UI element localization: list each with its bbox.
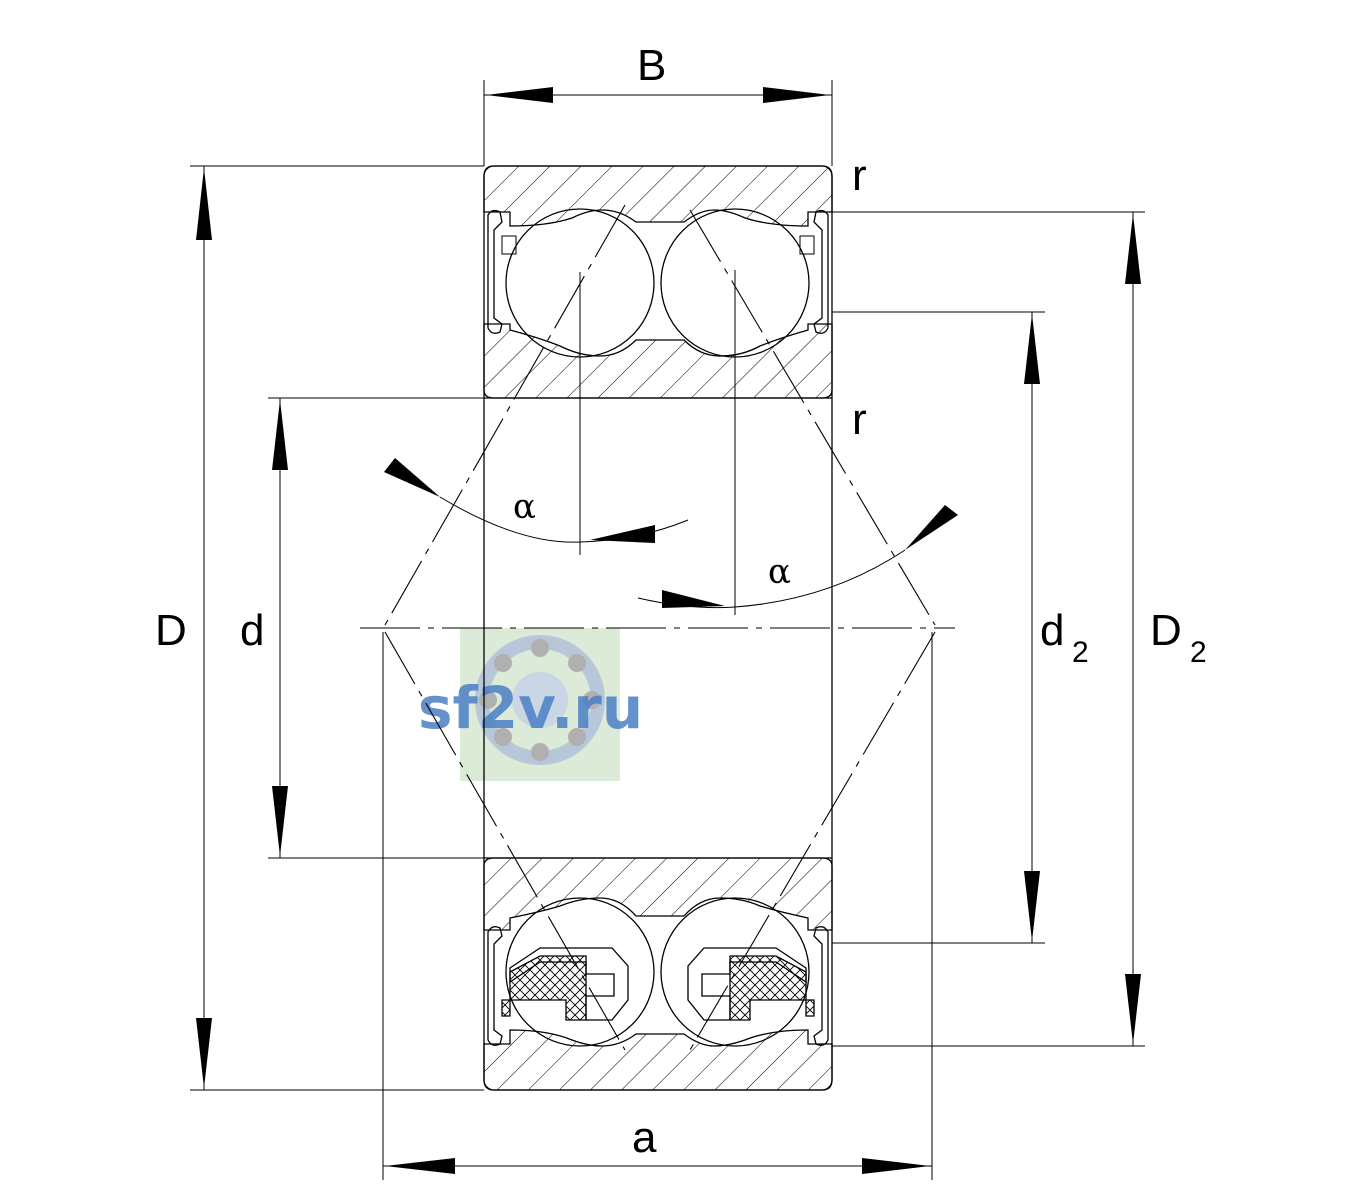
label-d2: d [1040, 606, 1064, 655]
contact-line-top-right [689, 209, 936, 626]
dimension-B [484, 87, 832, 103]
seal-insert-bottom-left [501, 955, 587, 1021]
inner-ring-bottom [483, 857, 833, 931]
label-alpha-right: α [768, 552, 791, 592]
label-r-inner: r [852, 395, 867, 444]
seal-bottom-left [487, 926, 503, 1046]
angle-arc-left [384, 458, 689, 543]
dimension-D2 [1125, 212, 1141, 1046]
label-r-top: r [852, 151, 867, 200]
dimension-D [196, 166, 212, 1090]
label-D2: D [1150, 606, 1182, 655]
dimension-labels: B D d d 2 D 2 a r r α α [155, 41, 1207, 1162]
watermark: sf2v.ru [418, 628, 643, 781]
extension-lines [190, 80, 1145, 1180]
bearing-cross-section [483, 165, 833, 1091]
contact-line-bottom-left [384, 631, 626, 1051]
label-d2-subscript: 2 [1072, 636, 1089, 669]
ball-bearing-icon [475, 635, 605, 765]
label-D: D [155, 606, 187, 655]
ball-bottom-left [505, 897, 655, 1047]
dimension-d [272, 398, 288, 858]
watermark-text: sf2v.ru [418, 674, 643, 742]
centerlines [360, 204, 955, 1051]
seal-lip-top-left [501, 235, 517, 255]
outer-ring-bottom [483, 1029, 833, 1091]
contact-line-bottom-right [689, 631, 936, 1051]
dimension-d2 [1024, 312, 1040, 943]
label-a: a [632, 1113, 657, 1162]
contact-line-top-left [384, 204, 626, 626]
seal-insert-bottom-right [729, 955, 815, 1021]
label-alpha-left: α [513, 487, 536, 527]
label-B: B [637, 41, 666, 90]
seal-top-right [813, 209, 829, 334]
outer-ring-top [483, 165, 833, 227]
label-d: d [240, 606, 264, 655]
seal-lip-top-right [799, 235, 815, 255]
dimension-a [383, 1158, 932, 1174]
angle-arc-right [637, 505, 958, 609]
seal-top-left [487, 209, 503, 334]
label-D2-subscript: 2 [1190, 636, 1207, 669]
ball-bottom-right [660, 897, 810, 1047]
seal-bottom-right [813, 926, 829, 1046]
